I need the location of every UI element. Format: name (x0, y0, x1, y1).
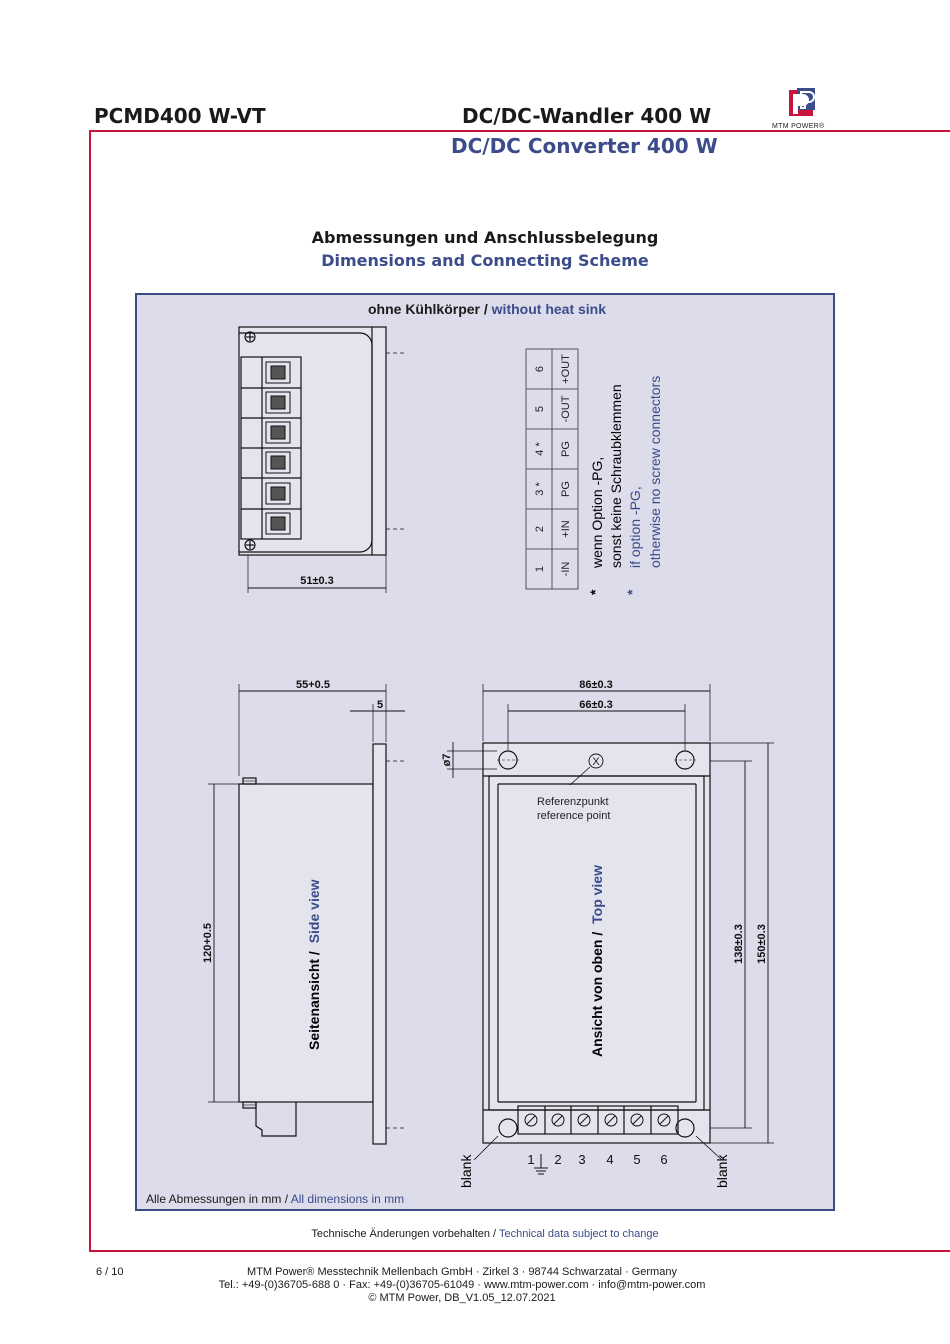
units-de: Alle Abmessungen in mm / (146, 1192, 289, 1206)
title-en: DC/DC Converter 400 W (451, 134, 718, 158)
dim-side-height: 120+0.5 (202, 923, 214, 963)
terminal-number: 4 (606, 1152, 613, 1167)
footer-rule (89, 1250, 950, 1252)
pin-signal: +IN (560, 520, 572, 537)
reference-label-en: reference point (537, 810, 610, 822)
pin-table-numbers: 1 2 3 * 4 * 5 6 (534, 366, 546, 572)
dim-top-width: 86±0.3 (579, 679, 613, 691)
footer-company: MTM Power® Messtechnik Mellenbach GmbH ·… (247, 1266, 677, 1278)
footnote-star-en: * (624, 589, 640, 595)
pin-table-signals: -IN +IN PG PG -OUT +OUT (560, 354, 572, 576)
pin-number: 5 (534, 406, 546, 412)
terminal-number: 3 (578, 1152, 585, 1167)
side-view-label: Seitenansicht / Side view (306, 879, 322, 1050)
terminal-number: 5 (633, 1152, 640, 1167)
blank-left-label: blank (458, 1154, 474, 1188)
logo-text: MTM POWER® (772, 123, 825, 130)
pin-table (525, 348, 579, 590)
dim-top-inner: 138±0.3 (733, 924, 745, 964)
left-rule (89, 130, 91, 1252)
top-view-label: Ansicht von oben / Top view (589, 865, 605, 1057)
section-title-en: Dimensions and Connecting Scheme (321, 251, 649, 270)
pin-signal: +OUT (560, 354, 572, 384)
blank-right-label: blank (714, 1154, 730, 1188)
header-rule (89, 130, 950, 132)
footnote-star-de: * (587, 589, 603, 595)
change-de: Technische Änderungen vorbehalten / (311, 1228, 497, 1240)
pin-signal: -IN (560, 562, 572, 577)
variant-de: ohne Kühlkörper / (367, 301, 488, 317)
footer-copyright: © MTM Power, DB_V1.05_12.07.2021 (368, 1292, 556, 1304)
terminal-number: 2 (554, 1152, 561, 1167)
pin-number: 2 (534, 526, 546, 532)
units-note: Alle Abmessungen in mm / All dimensions … (146, 1192, 404, 1206)
dim-top-holes: 66±0.3 (579, 699, 613, 711)
pin-number: 4 * (534, 442, 546, 456)
company-logo: MTM POWER® (772, 86, 842, 136)
terminal-number: 1 (527, 1152, 534, 1167)
section-title-de: Abmessungen und Anschlussbelegung (311, 228, 659, 247)
footnote-de-1: wenn Option -PG, (589, 457, 605, 569)
pin-signal: -OUT (560, 395, 572, 422)
terminal-number: 6 (660, 1152, 667, 1167)
page-number: 6 / 10 (96, 1266, 124, 1278)
ground-icon (534, 1154, 548, 1175)
footnote-en-1: if option -PG, (627, 486, 643, 568)
screw-icon (244, 331, 256, 551)
footer-block: MTM Power® Messtechnik Mellenbach GmbH ·… (0, 1266, 924, 1305)
product-name: PCMD400 W-VT (94, 104, 266, 128)
variant-label: ohne Kühlkörper / without heat sink (137, 301, 837, 317)
dim-hole-diameter: ø7 (441, 754, 453, 767)
top-view-en: Top view (589, 865, 605, 924)
side-view-en: Side view (306, 879, 322, 943)
pin-number: 3 * (534, 482, 546, 496)
footer-contact: Tel.: +49-(0)36705-688 0 · Fax: +49-(0)3… (218, 1279, 706, 1291)
reference-label-de: Referenzpunkt (537, 796, 609, 808)
dim-top-outer: 150±0.3 (756, 924, 768, 964)
reference-mark: X (592, 756, 600, 768)
top-view-de: Ansicht von oben / (589, 932, 605, 1057)
front-view (238, 326, 406, 593)
title-de: DC/DC-Wandler 400 W (462, 104, 712, 128)
pin-number: 1 (534, 566, 546, 572)
change-en: Technical data subject to change (498, 1228, 659, 1240)
footnote-en-2: otherwise no screw connectors (647, 376, 663, 568)
dim-side-depth: 55+0.5 (296, 679, 330, 691)
change-notice: Technische Änderungen vorbehalten / Tech… (0, 1228, 950, 1240)
mtm-logo-icon (789, 88, 815, 116)
terminal-numbers: 1 2 3 4 5 6 (527, 1152, 667, 1167)
top-view (447, 684, 774, 1175)
pin-signal: PG (560, 441, 572, 457)
screw-icon (524, 1113, 671, 1127)
pin-number: 6 (534, 366, 546, 372)
pin-signal: PG (560, 481, 572, 497)
footnote-de-2: sonst keine Schraubklemmen (608, 384, 624, 568)
units-en: All dimensions in mm (290, 1192, 405, 1206)
side-view-de: Seitenansicht / (306, 951, 322, 1050)
dim-front-width: 51±0.3 (300, 575, 334, 587)
variant-en: without heat sink (491, 301, 607, 317)
side-view (208, 684, 405, 1145)
dim-side-flange: 5 (377, 699, 383, 711)
